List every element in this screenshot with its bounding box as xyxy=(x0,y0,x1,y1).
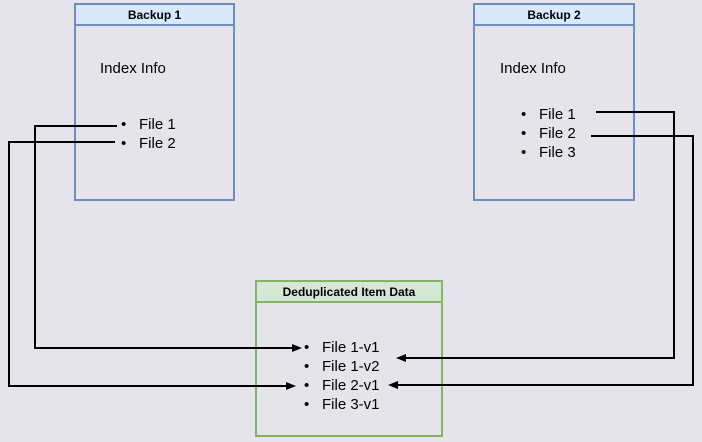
node-backup1: Backup 1 Index Info • File 1 • File 2 xyxy=(74,3,235,201)
bullet-icon: • xyxy=(121,135,127,152)
bullet-icon: • xyxy=(521,144,527,161)
list-item-label: File 3 xyxy=(539,144,576,161)
list-item-label: File 2 xyxy=(139,135,176,152)
list-item: • File 2 xyxy=(521,124,576,143)
bullet-icon: • xyxy=(304,358,310,375)
list-item: • File 3-v1 xyxy=(304,395,380,414)
node-backup2-file-list: • File 1 • File 2 • File 3 xyxy=(521,105,576,162)
node-dedup-title: Deduplicated Item Data xyxy=(257,282,441,303)
bullet-icon: • xyxy=(304,377,310,394)
list-item-label: File 2 xyxy=(539,125,576,142)
list-item: • File 1 xyxy=(521,105,576,124)
list-item: • File 3 xyxy=(521,143,576,162)
bullet-icon: • xyxy=(304,396,310,413)
bullet-icon: • xyxy=(521,125,527,142)
node-backup2-title: Backup 2 xyxy=(475,5,633,26)
node-backup1-index-info-label: Index Info xyxy=(100,60,166,77)
node-backup2: Backup 2 Index Info • File 1 • File 2 • … xyxy=(473,3,635,201)
bullet-icon: • xyxy=(521,106,527,123)
list-item-label: File 1-v2 xyxy=(322,358,380,375)
node-deduplicated-item-data: Deduplicated Item Data • File 1-v1 • Fil… xyxy=(255,280,443,437)
list-item: • File 1-v1 xyxy=(304,338,380,357)
node-backup1-file-list: • File 1 • File 2 xyxy=(121,115,176,153)
list-item-label: File 1-v1 xyxy=(322,339,380,356)
bullet-icon: • xyxy=(304,339,310,356)
list-item-label: File 1 xyxy=(139,116,176,133)
bullet-icon: • xyxy=(121,116,127,133)
list-item-label: File 2-v1 xyxy=(322,377,380,394)
list-item: • File 2-v1 xyxy=(304,376,380,395)
list-item-label: File 3-v1 xyxy=(322,396,380,413)
list-item: • File 2 xyxy=(121,134,176,153)
list-item-label: File 1 xyxy=(539,106,576,123)
list-item: • File 1-v2 xyxy=(304,357,380,376)
node-backup2-index-info-label: Index Info xyxy=(500,60,566,77)
node-dedup-file-list: • File 1-v1 • File 1-v2 • File 2-v1 • Fi… xyxy=(304,338,380,414)
node-backup1-title: Backup 1 xyxy=(76,5,233,26)
list-item: • File 1 xyxy=(121,115,176,134)
